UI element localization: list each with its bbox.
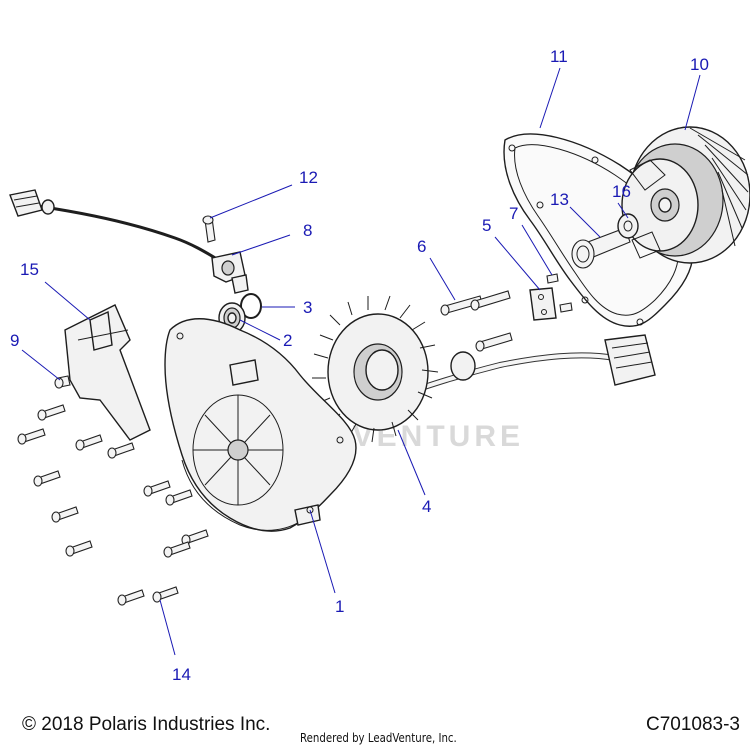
callout-1: 1 [335, 597, 344, 616]
flywheel-part-10 [621, 126, 750, 264]
callout-15: 15 [20, 260, 39, 279]
callout-16: 16 [612, 182, 631, 201]
washer-part-16 [617, 213, 639, 239]
screw-part-7 [546, 273, 573, 313]
callout-4: 4 [422, 497, 431, 516]
stator-part-4 [312, 295, 656, 443]
copyright-text: © 2018 Polaris Industries Inc. [22, 714, 271, 735]
callout-3: 3 [303, 298, 312, 317]
cover-part-1 [164, 318, 357, 532]
plate-part-15 [64, 304, 151, 441]
sensor-part-8 [211, 251, 249, 294]
snap-ring-part-3 [240, 293, 262, 319]
callout-5: 5 [482, 216, 491, 235]
callout-14: 14 [172, 665, 191, 684]
callout-11: 11 [550, 47, 568, 66]
rendered-by-text: Rendered by LeadVenture, Inc. [300, 731, 457, 745]
callout-2: 2 [283, 331, 292, 350]
callout-10: 10 [690, 55, 709, 74]
sensor-cable-part-12 [9, 189, 223, 264]
callout-8: 8 [303, 221, 312, 240]
cover-bolts [17, 404, 209, 606]
bracket-part-5 [529, 287, 557, 321]
diagram-part-number: C701083-3 [645, 714, 740, 735]
leader-lines [21, 67, 701, 656]
callout-labels: 1 2 3 4 5 6 7 8 9 10 11 12 13 14 15 16 [10, 47, 709, 684]
callout-7: 7 [509, 204, 518, 223]
callout-12: 12 [299, 168, 318, 187]
stator-bolts-part-6 [440, 290, 513, 352]
bolt-part-9 [54, 375, 71, 389]
callout-9: 9 [10, 331, 19, 350]
callout-6: 6 [417, 237, 426, 256]
gasket-part-11 [503, 133, 694, 327]
flywheel-bolt-part-13 [571, 227, 631, 269]
callout-13: 13 [550, 190, 569, 209]
